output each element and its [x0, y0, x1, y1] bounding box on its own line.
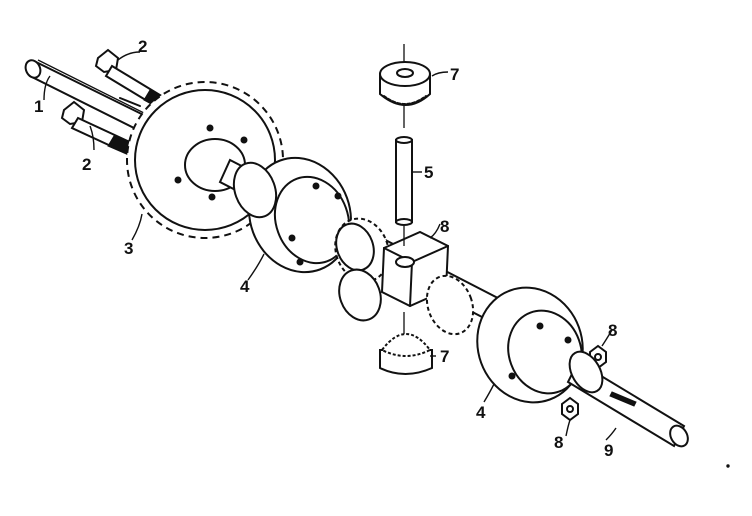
nut-lower-part [561, 396, 579, 422]
callout-nut-upper: 8 [608, 321, 617, 340]
shaft-part [24, 59, 172, 144]
callout-pin: 5 [424, 163, 433, 182]
bevel-gear-left [334, 217, 390, 283]
callout-bolt-upper: 2 [138, 37, 147, 56]
callout-housing-right: 4 [476, 403, 486, 422]
callout-pinion-gear-top: 7 [450, 65, 459, 84]
callout-shaft: 1 [34, 97, 43, 116]
callout-pinion-gear-bottom: 7 [440, 347, 449, 366]
callout-sprocket: 3 [124, 239, 133, 258]
callout-axle: 9 [604, 441, 613, 460]
bevel-gear-right [425, 274, 475, 336]
callout-bolt-lower: 2 [82, 155, 91, 174]
pinion-gear-bottom-part [379, 312, 433, 375]
pinion-gear-top-part [379, 61, 431, 106]
callout-nut-lower: 8 [554, 433, 563, 452]
housing-right-part [476, 286, 584, 404]
pin-part [395, 44, 413, 246]
housing-left-part [232, 156, 353, 274]
stray-mark [726, 464, 730, 468]
callout-housing-left: 4 [240, 277, 250, 296]
leader-lines [43, 51, 617, 441]
axle-part [566, 350, 689, 448]
callout-spider-block: 8 [440, 217, 449, 236]
